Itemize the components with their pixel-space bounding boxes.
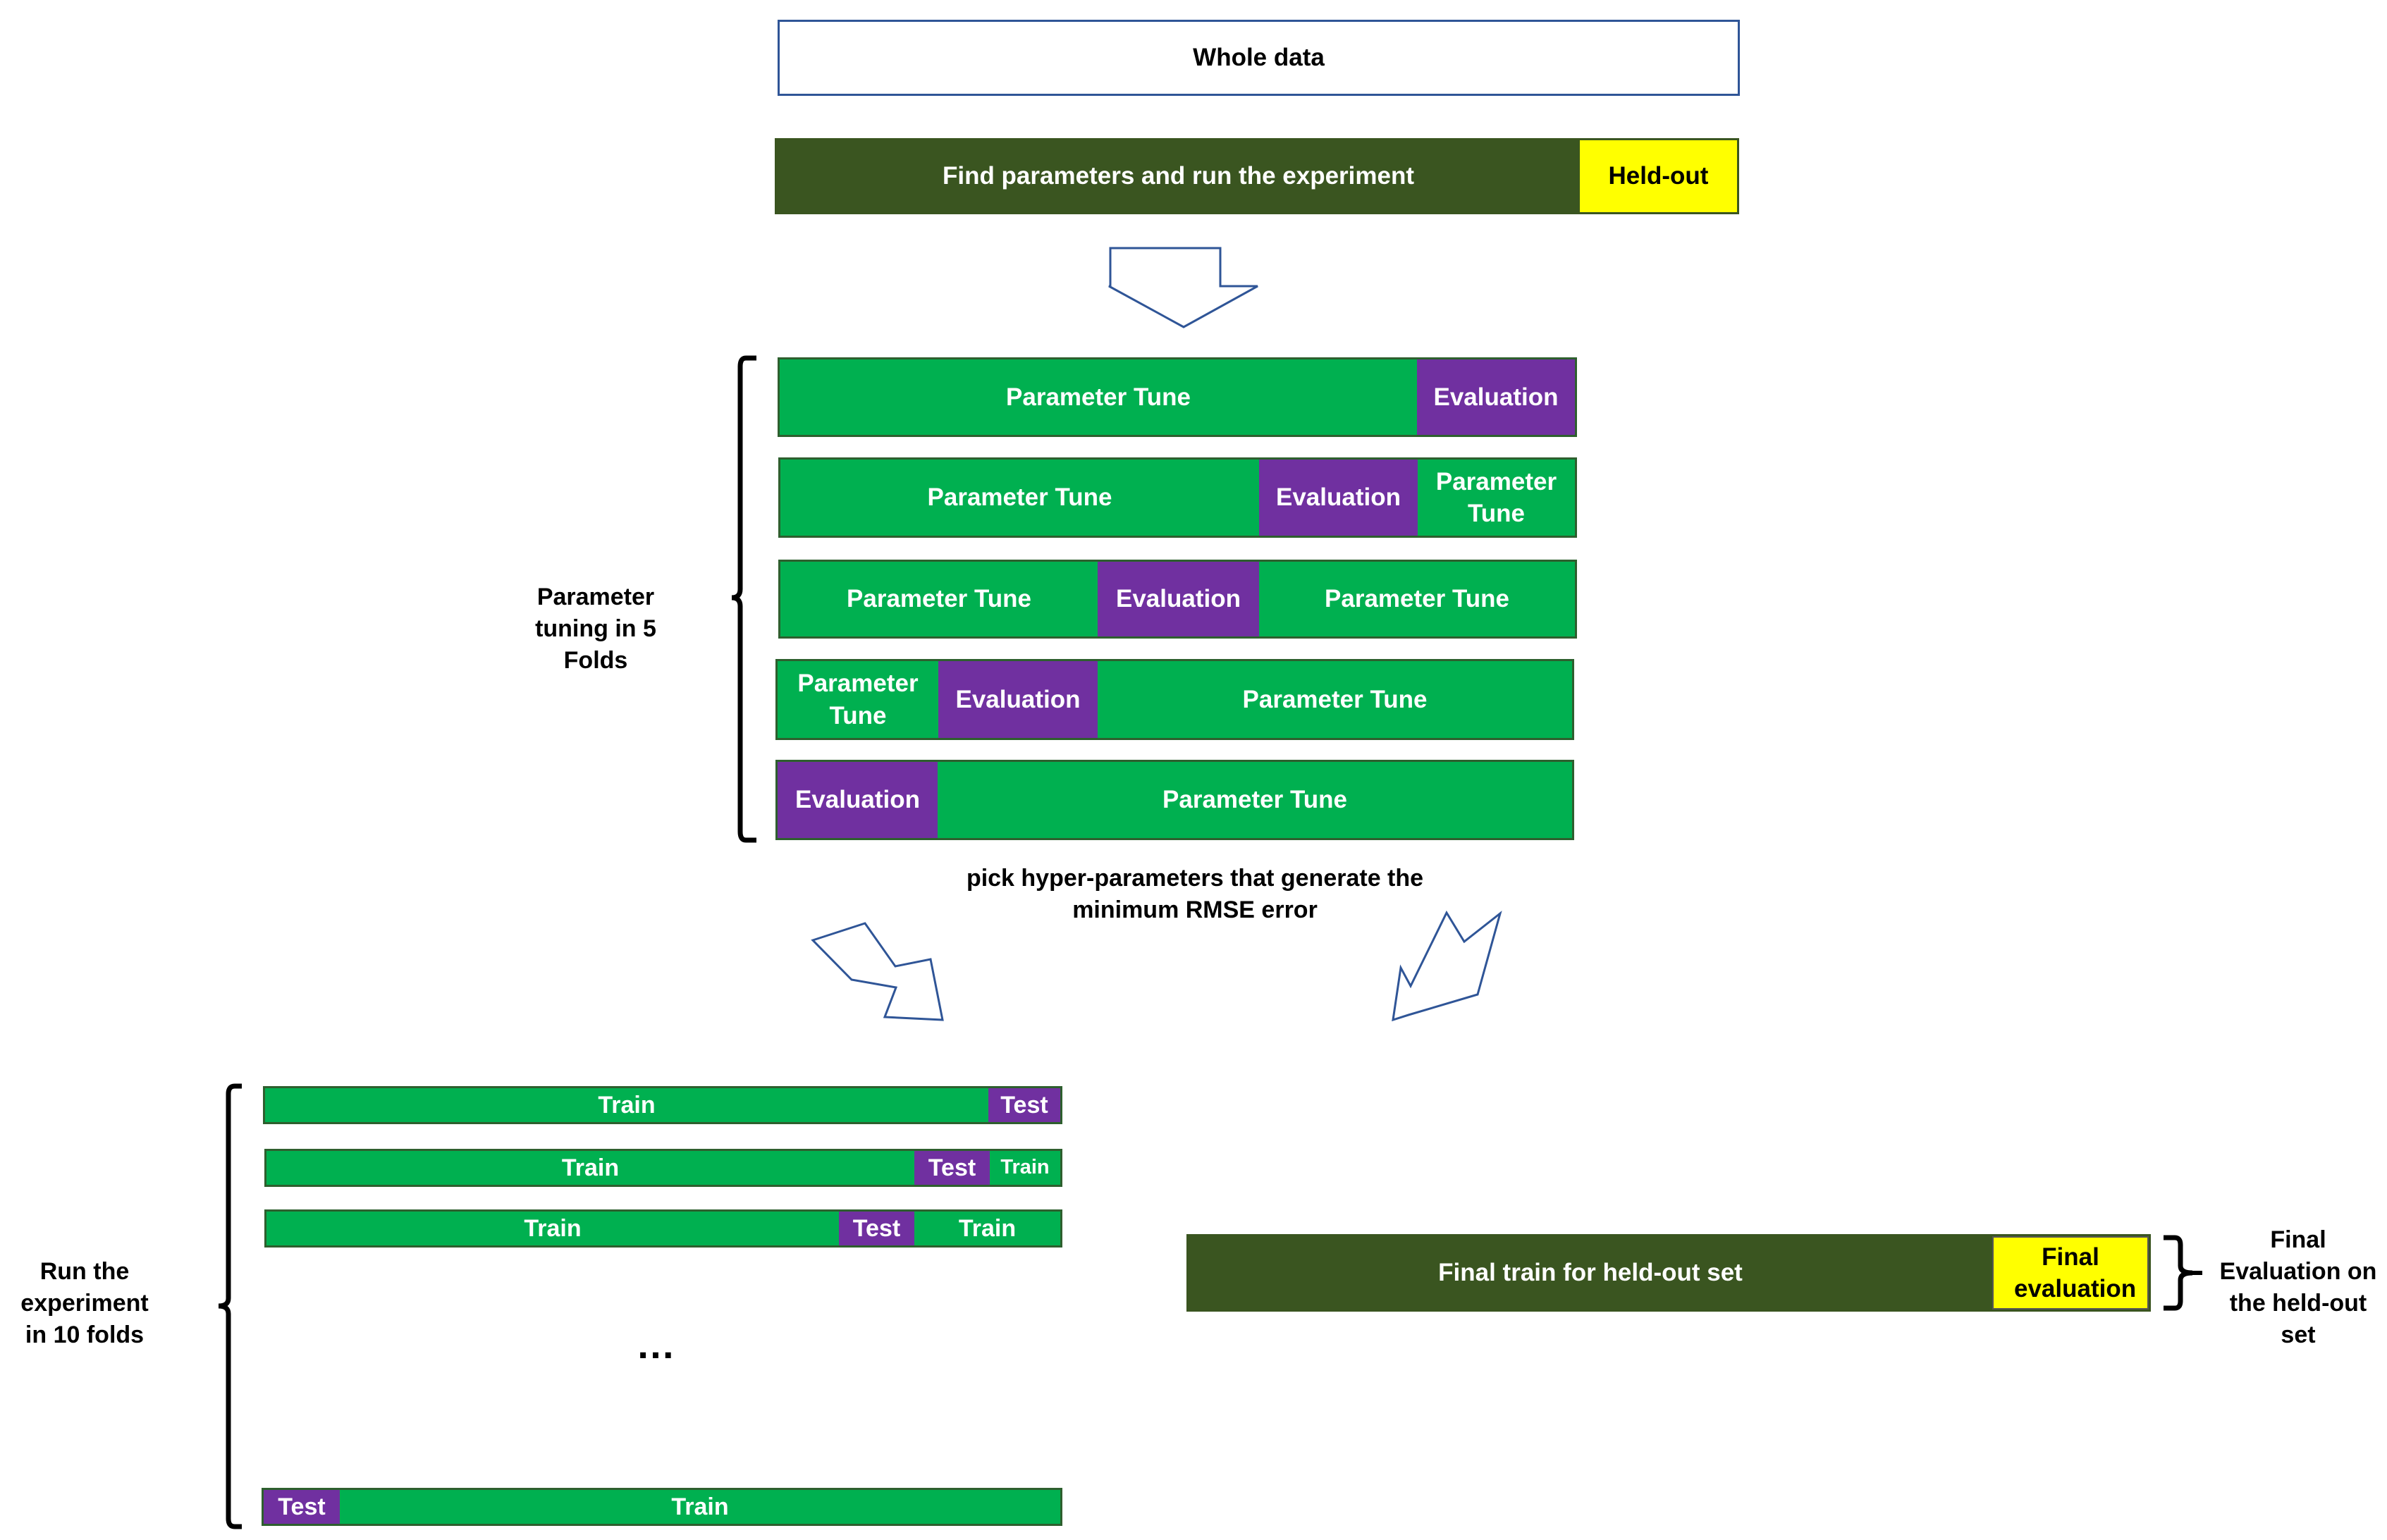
parameter-tune-segment: Parameter Tune [780, 460, 1259, 536]
find-parameters-label: Find parameters and run the experiment [942, 162, 1415, 190]
test-segment: Test [988, 1088, 1060, 1122]
train-segment: Train [265, 1088, 988, 1122]
experiment-label: Run the experiment in 10 folds [7, 1256, 162, 1351]
evaluation-segment: Evaluation [778, 762, 938, 838]
parameter-tune-segment: Parameter Tune [1418, 460, 1575, 536]
parameter-tune-label: Parameter Tune [1162, 786, 1347, 814]
down-arrow-icon [1108, 247, 1258, 328]
train-label: Train [598, 1091, 656, 1119]
parameter-tune-label: Parameter Tune [1435, 467, 1557, 528]
split-bar: Find parameters and run the experiment H… [775, 138, 1739, 214]
pick-note-text: pick hyper-parameters that generate the … [966, 865, 1424, 923]
parameter-tune-segment: Parameter Tune [1259, 562, 1575, 636]
test-segment: Test [914, 1151, 990, 1185]
tuning-fold-4: Parameter Tune Evaluation Parameter Tune [775, 659, 1574, 740]
experiment-fold-2: Train Test Train [264, 1149, 1062, 1187]
test-label: Test [278, 1493, 326, 1520]
evaluation-label: Evaluation [795, 786, 920, 814]
train-label: Train [958, 1214, 1017, 1242]
diagonal-arrow-right-icon [1392, 910, 1502, 1022]
test-segment: Test [264, 1490, 340, 1524]
final-side-label: Final Evaluation on the held-out set [2214, 1224, 2383, 1351]
train-label: Train [524, 1214, 582, 1242]
train-segment: Train [914, 1212, 1060, 1245]
train-segment: Train [340, 1490, 1060, 1524]
whole-data-label: Whole data [1193, 44, 1325, 72]
test-label: Test [852, 1214, 901, 1242]
experiment-fold-10: Test Train [262, 1488, 1062, 1526]
experiment-label-text: Run the experiment in 10 folds [20, 1258, 149, 1348]
tuning-fold-1: Parameter Tune Evaluation [778, 357, 1577, 437]
final-train-label: Final train for held-out set [1438, 1259, 1743, 1287]
parameter-tune-label: Parameter Tune [847, 585, 1031, 613]
evaluation-label: Evaluation [1276, 483, 1401, 512]
parameter-tune-segment: Parameter Tune [778, 661, 938, 738]
final-evaluation-segment: Final evaluation [1992, 1236, 2149, 1310]
parameter-tune-label: Parameter Tune [1006, 383, 1191, 411]
parameter-tune-label: Parameter Tune [927, 483, 1112, 512]
evaluation-label: Evaluation [955, 685, 1081, 713]
tuning-fold-5: Evaluation Parameter Tune [775, 760, 1574, 840]
parameter-tune-segment: Parameter Tune [938, 762, 1572, 838]
tuning-fold-2: Parameter Tune Evaluation Parameter Tune [778, 457, 1577, 538]
ellipsis: … [620, 1325, 691, 1365]
test-label: Test [928, 1154, 976, 1181]
ellipsis-text: … [636, 1322, 675, 1367]
evaluation-segment: Evaluation [1417, 359, 1575, 435]
experiment-bracket [218, 1083, 242, 1529]
test-segment: Test [839, 1212, 914, 1245]
train-label: Train [1000, 1156, 1050, 1179]
final-side-label-text: Final Evaluation on the held-out set [2219, 1226, 2377, 1348]
train-segment: Train [266, 1151, 914, 1185]
final-train-bar: Final train for held-out set Final evalu… [1186, 1234, 2151, 1312]
train-label: Train [561, 1154, 620, 1181]
parameter-tune-label: Parameter Tune [1242, 685, 1428, 713]
held-out-segment: Held-out [1580, 140, 1737, 212]
final-train-segment: Final train for held-out set [1189, 1236, 1992, 1310]
tuning-bracket [731, 355, 756, 843]
experiment-fold-1: Train Test [263, 1086, 1062, 1124]
train-segment: Train [990, 1151, 1060, 1185]
train-label: Train [671, 1493, 729, 1520]
parameter-tune-label: Parameter Tune [1325, 585, 1509, 613]
experiment-fold-3: Train Test Train [264, 1209, 1062, 1248]
final-bracket [2164, 1235, 2193, 1311]
evaluation-segment: Evaluation [938, 661, 1098, 738]
parameter-tune-segment: Parameter Tune [780, 359, 1417, 435]
train-segment: Train [266, 1212, 839, 1245]
find-parameters-segment: Find parameters and run the experiment [777, 140, 1580, 212]
tuning-label: Parameter tuning in 5 Folds [515, 581, 677, 677]
final-evaluation-label: Final evaluation [2014, 1243, 2137, 1303]
whole-data-box: Whole data [778, 20, 1740, 96]
diagonal-arrow-left-icon [811, 922, 944, 1021]
evaluation-label: Evaluation [1433, 383, 1559, 411]
parameter-tune-segment: Parameter Tune [1098, 661, 1572, 738]
tuning-fold-3: Parameter Tune Evaluation Parameter Tune [778, 560, 1577, 639]
parameter-tune-segment: Parameter Tune [780, 562, 1098, 636]
held-out-label: Held-out [1608, 162, 1709, 190]
pick-note: pick hyper-parameters that generate the … [938, 863, 1452, 926]
evaluation-segment: Evaluation [1098, 562, 1259, 636]
tuning-label-text: Parameter tuning in 5 Folds [535, 584, 656, 674]
parameter-tune-label: Parameter Tune [797, 670, 919, 729]
test-label: Test [1000, 1091, 1048, 1119]
evaluation-segment: Evaluation [1259, 460, 1418, 536]
evaluation-label: Evaluation [1116, 585, 1241, 613]
